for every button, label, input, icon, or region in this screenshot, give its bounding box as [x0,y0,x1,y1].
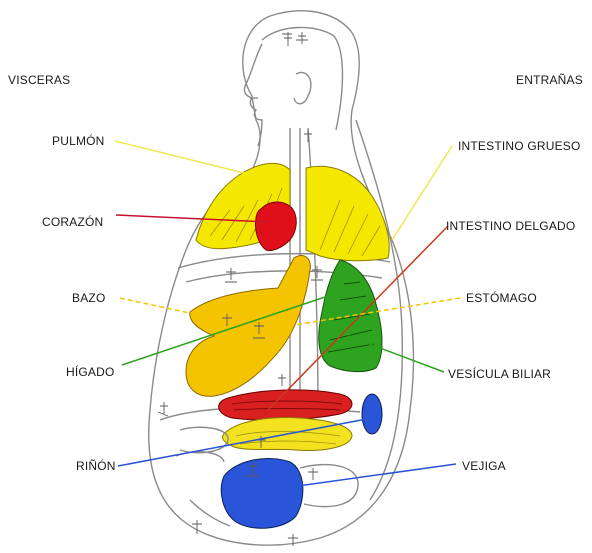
lung-right-shape [306,166,389,260]
large-intestine-shape [219,390,352,420]
pointer-line-vejiga [298,464,456,486]
label-vesicula-biliar: VESÍCULA BILIAR [448,366,551,381]
label-vejiga: VEJIGA [462,459,506,473]
header-entranas: ENTRAÑAS [516,73,583,87]
label-bazo: BAZO [72,291,105,305]
label-intestino-grueso: INTESTINO GRUESO [458,139,581,153]
header-visceras: VISCERAS [8,73,70,87]
label-rinon: RIÑÓN [76,458,116,473]
label-intestino-delgado: INTESTINO DELGADO [446,219,575,233]
organs [176,163,389,528]
label-pulmon: PULMÓN [52,133,105,148]
label-estomago: ESTÓMAGO [466,290,537,305]
pointer-line-pulmon [115,141,244,173]
pointer-line-intestino-grueso [392,146,452,240]
label-corazon: CORAZÓN [42,214,103,229]
bladder-shape [221,458,303,528]
kidney-shape [362,394,382,434]
label-higado: HÍGADO [66,364,115,379]
